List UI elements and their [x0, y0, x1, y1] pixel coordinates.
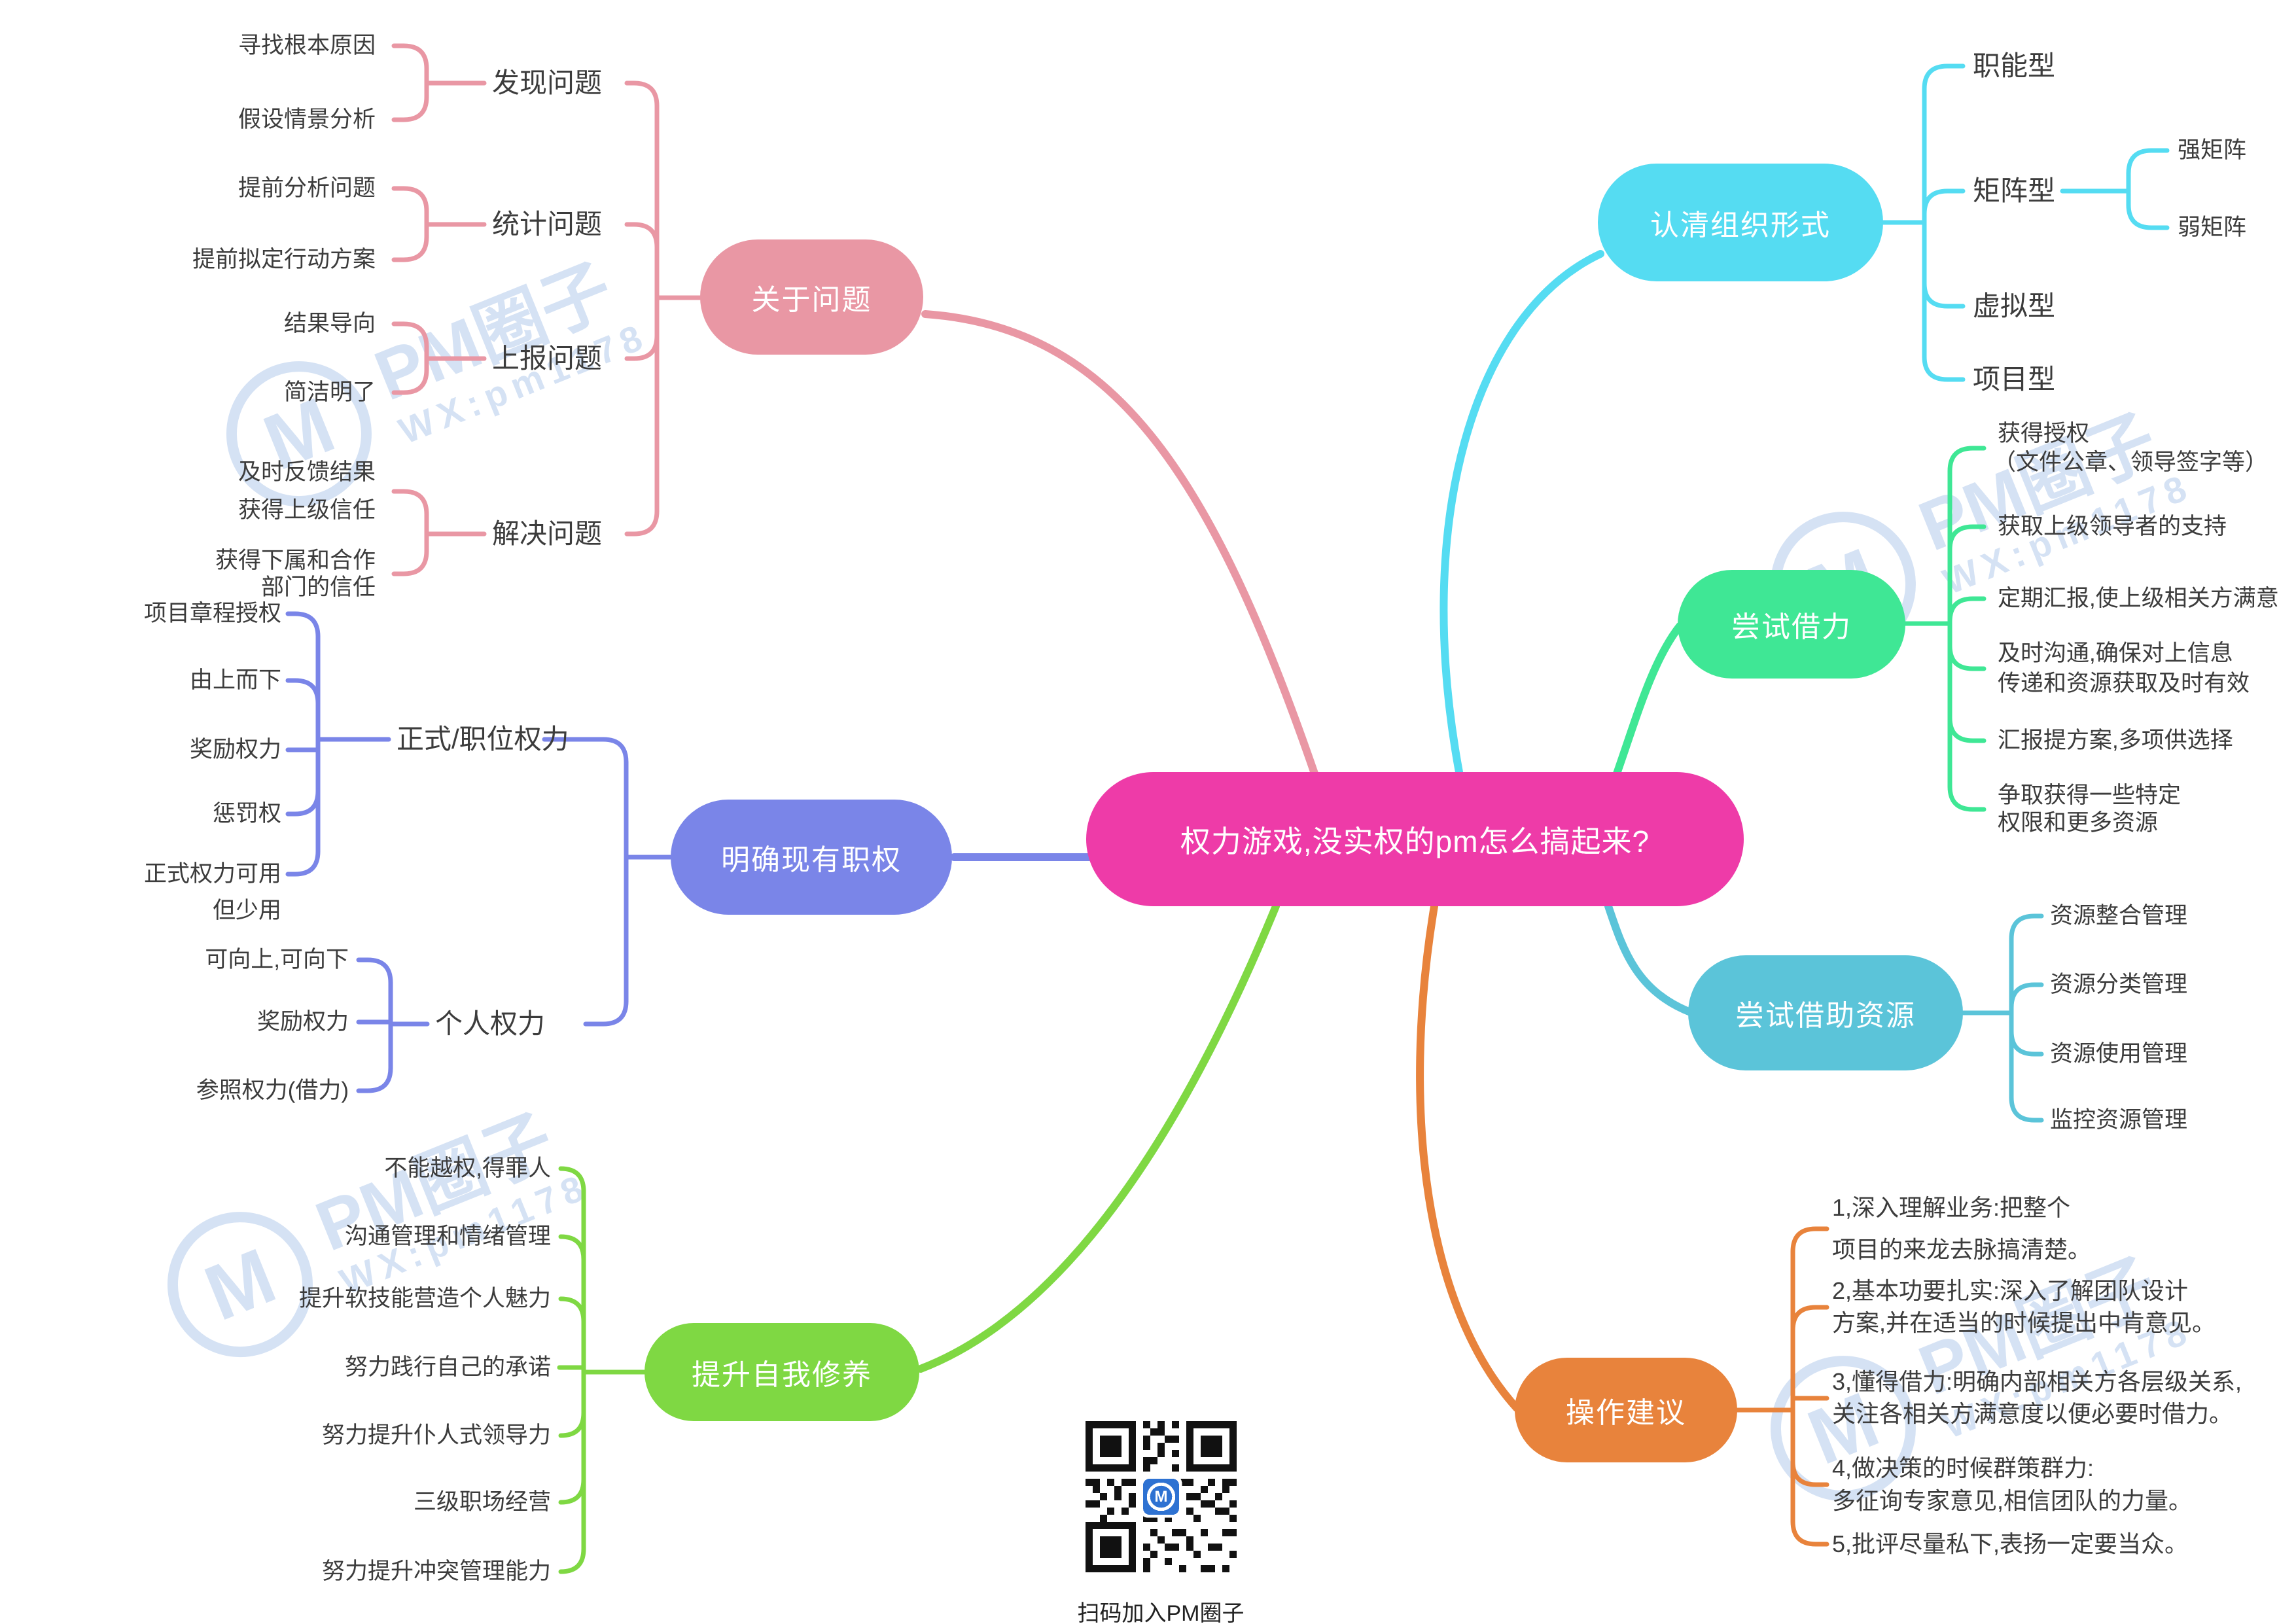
- leaf[interactable]: 争取获得一些特定: [1998, 783, 2181, 808]
- leaf[interactable]: 可向上,可向下: [205, 947, 349, 972]
- central-topic[interactable]: 权力游戏,没实权的pm怎么搞起来?: [1086, 772, 1744, 906]
- topic-find-problem[interactable]: 发现问题: [492, 67, 603, 98]
- leaf[interactable]: 资源整合管理: [2050, 903, 2188, 928]
- leaf[interactable]: 项目章程授权: [143, 601, 281, 626]
- leaf[interactable]: 假设情景分析: [238, 107, 376, 132]
- svg-text:M: M: [1154, 1488, 1167, 1506]
- leaf[interactable]: 获得下属和合作: [215, 548, 376, 573]
- topic-matrix[interactable]: 矩阵型: [1973, 175, 2056, 206]
- leaf[interactable]: 奖励权力: [256, 1009, 349, 1034]
- leaf[interactable]: 部门的信任: [260, 574, 376, 600]
- leaf[interactable]: 5,批评尽量私下,表扬一定要当众。: [1832, 1530, 2189, 1557]
- leaf[interactable]: 参照权力(借力): [196, 1078, 349, 1103]
- topic-report-problem[interactable]: 上报问题: [492, 343, 603, 374]
- leaf[interactable]: 3,懂得借力:明确内部相关方各层级关系,: [1832, 1368, 2242, 1395]
- branch-node-leverage[interactable]: 尝试借力: [1678, 570, 1905, 679]
- leaf[interactable]: 多征询专家意见,相信团队的力量。: [1832, 1487, 2193, 1514]
- leaf[interactable]: 惩罚权: [212, 801, 281, 826]
- leaf[interactable]: 但少用: [212, 898, 281, 923]
- leaf[interactable]: 提前分析问题: [238, 175, 376, 201]
- leaf[interactable]: 奖励权力: [189, 737, 281, 762]
- leaf[interactable]: 正式权力可用: [143, 861, 281, 887]
- leaf[interactable]: 努力践行自己的承诺: [344, 1354, 551, 1380]
- leaf[interactable]: 及时沟通,确保对上信息: [1998, 641, 2233, 666]
- topic-functional[interactable]: 职能型: [1973, 50, 2056, 81]
- branch-node-org-forms[interactable]: 认清组织形式: [1598, 164, 1883, 281]
- qr-code: M: [1086, 1421, 1237, 1572]
- leaf[interactable]: 传递和资源获取及时有效: [1998, 671, 2250, 696]
- leaf[interactable]: 权限和更多资源: [1998, 810, 2159, 836]
- leaf[interactable]: 提升软技能营造个人魅力: [298, 1286, 551, 1311]
- leaf[interactable]: 寻找根本原因: [238, 33, 376, 58]
- leaf[interactable]: 由上而下: [189, 667, 281, 693]
- leaf[interactable]: 4,做决策的时候群策群力:: [1832, 1455, 2094, 1481]
- qr-logo-icon: M: [1140, 1475, 1182, 1518]
- leaf[interactable]: 沟通管理和情绪管理: [344, 1224, 551, 1249]
- qr-caption: 扫码加入PM圈子: [1077, 1601, 1245, 1624]
- branch-node-authority[interactable]: 明确现有职权: [671, 800, 952, 915]
- branch-node-advice[interactable]: 操作建议: [1515, 1358, 1737, 1462]
- leaf[interactable]: 获取上级领导者的支持: [1998, 514, 2227, 539]
- leaf[interactable]: 简洁明了: [283, 380, 376, 405]
- leaf[interactable]: 三级职场经营: [413, 1489, 551, 1515]
- leaf[interactable]: 获得上级信任: [238, 497, 376, 523]
- branch-node-about-problems[interactable]: 关于问题: [700, 239, 923, 355]
- leaf[interactable]: 不能越权,得罪人: [384, 1156, 551, 1181]
- topic-stat-problem[interactable]: 统计问题: [492, 209, 603, 239]
- leaf[interactable]: 强矩阵: [2178, 137, 2247, 163]
- leaf[interactable]: 努力提升冲突管理能力: [321, 1559, 551, 1584]
- leaf[interactable]: 2,基本功要扎实:深入了解团队设计: [1832, 1277, 2189, 1304]
- leaf[interactable]: 1,深入理解业务:把整个: [1832, 1194, 2071, 1221]
- topic-personal-power[interactable]: 个人权力: [435, 1008, 546, 1039]
- leaf[interactable]: 提前拟定行动方案: [192, 247, 376, 272]
- leaf[interactable]: 监控资源管理: [2050, 1107, 2188, 1133]
- leaf[interactable]: 资源使用管理: [2050, 1041, 2188, 1067]
- leaf[interactable]: 定期汇报,使上级相关方满意: [1998, 586, 2279, 611]
- topic-solve-problem[interactable]: 解决问题: [492, 518, 603, 549]
- leaf[interactable]: 方案,并在适当的时候提出中肯意见。: [1832, 1309, 2216, 1336]
- leaf[interactable]: 结果导向: [283, 311, 376, 336]
- branch-node-resources[interactable]: 尝试借助资源: [1688, 955, 1963, 1070]
- leaf[interactable]: 及时反馈结果: [238, 459, 376, 485]
- topic-virtual[interactable]: 虚拟型: [1973, 291, 2056, 321]
- leaf[interactable]: 努力提升仆人式领导力: [321, 1422, 551, 1448]
- central-topic-label: 权力游戏,没实权的pm怎么搞起来?: [1180, 824, 1650, 858]
- branch-node-self-improve[interactable]: 提升自我修养: [645, 1323, 919, 1421]
- leaf[interactable]: 资源分类管理: [2050, 972, 2188, 997]
- topic-formal-power[interactable]: 正式/职位权力: [397, 724, 569, 754]
- leaf[interactable]: 汇报提方案,多项供选择: [1998, 728, 2233, 753]
- leaf[interactable]: 弱矩阵: [2178, 215, 2247, 240]
- topic-projectized[interactable]: 项目型: [1973, 364, 2056, 395]
- leaf[interactable]: 关注各相关方满意度以便必要时借力。: [1832, 1400, 2233, 1427]
- leaf[interactable]: （文件公章、领导签字等）: [1993, 450, 2269, 475]
- leaf[interactable]: 项目的来龙去脉搞清楚。: [1832, 1236, 2092, 1263]
- leaf[interactable]: 获得授权: [1998, 421, 2090, 446]
